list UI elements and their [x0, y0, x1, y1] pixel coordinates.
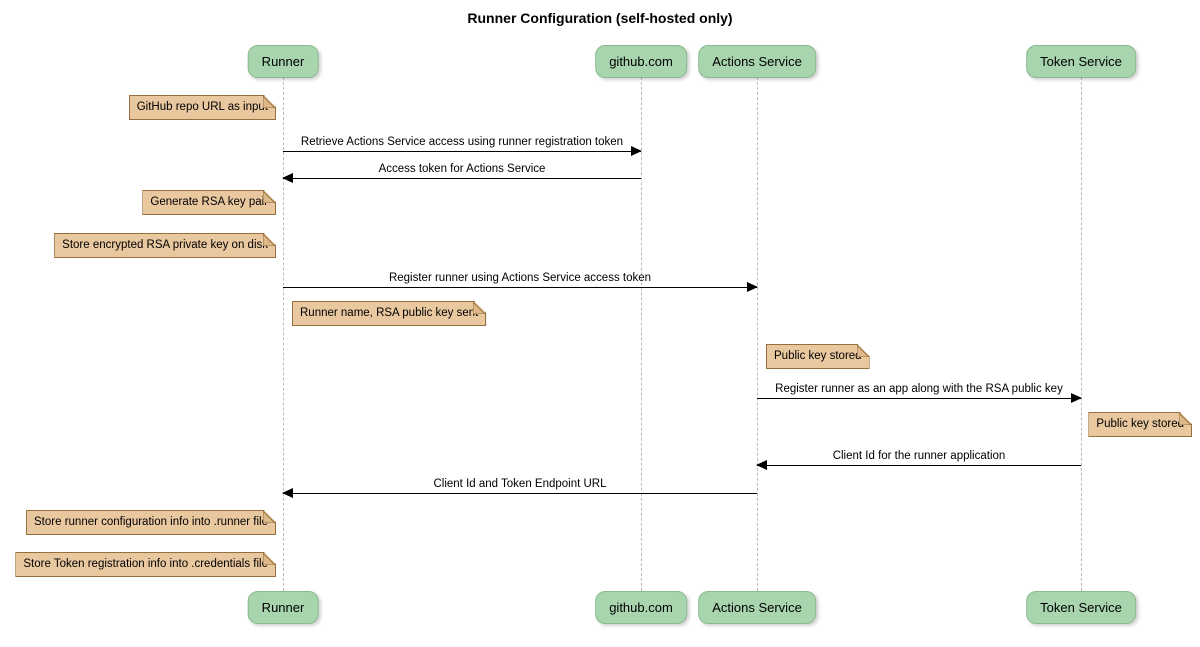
- message-line: [283, 282, 758, 292]
- note-text: Public key stored: [774, 350, 862, 362]
- note-text: Public key stored: [1096, 418, 1184, 430]
- lifeline-github: [641, 77, 642, 591]
- arrowhead-left-icon: [282, 173, 293, 183]
- lifeline-token-service: [1081, 77, 1082, 591]
- message-client-id-runner-app: Client Id for the runner application: [756, 449, 1081, 470]
- message-client-id-endpoint: Client Id and Token Endpoint URL: [282, 477, 757, 498]
- message-label: Retrieve Actions Service access using ru…: [300, 136, 624, 148]
- participant-actions-service-bottom: Actions Service: [698, 591, 816, 624]
- lifeline-runner: [283, 77, 284, 591]
- note-text: Generate RSA key pair: [150, 196, 268, 208]
- participant-token-service-bottom: Token Service: [1026, 591, 1136, 624]
- message-line: [282, 173, 641, 183]
- note-github-repo-url: GitHub repo URL as input: [129, 95, 276, 120]
- message-label: Register runner as an app along with the…: [775, 383, 1063, 395]
- participant-token-service-top: Token Service: [1026, 45, 1136, 78]
- note-fold-icon: [263, 96, 275, 108]
- arrowhead-left-icon: [756, 460, 767, 470]
- note-fold-icon: [473, 302, 485, 314]
- arrowhead-right-icon: [631, 146, 642, 156]
- message-label: Access token for Actions Service: [378, 163, 546, 175]
- note-text: Runner name, RSA public key sent: [300, 307, 479, 319]
- note-store-private-key: Store encrypted RSA private key on disk: [54, 233, 276, 258]
- participant-actions-service-top: Actions Service: [698, 45, 816, 78]
- note-fold-icon: [1179, 413, 1191, 425]
- message-line: [282, 488, 757, 498]
- message-register-runner: Register runner using Actions Service ac…: [283, 271, 758, 292]
- message-access-token: Access token for Actions Service: [282, 162, 641, 183]
- note-public-key-stored-actions: Public key stored: [766, 344, 870, 369]
- note-generate-rsa: Generate RSA key pair: [142, 190, 276, 215]
- note-store-token-registration: Store Token registration info into .cred…: [15, 552, 276, 577]
- note-fold-icon: [263, 553, 275, 565]
- arrowhead-right-icon: [747, 282, 758, 292]
- participant-runner-bottom: Runner: [247, 591, 319, 624]
- note-fold-icon: [857, 345, 869, 357]
- participant-github-top: github.com: [595, 45, 687, 78]
- note-fold-icon: [263, 191, 275, 203]
- message-label: Register runner using Actions Service ac…: [388, 272, 652, 284]
- note-text: Store runner configuration info into .ru…: [34, 516, 268, 528]
- note-fold-icon: [263, 234, 275, 246]
- participant-runner-top: Runner: [247, 45, 319, 78]
- message-line: [283, 146, 642, 156]
- message-retrieve-actions-access: Retrieve Actions Service access using ru…: [283, 135, 642, 156]
- message-register-runner-app: Register runner as an app along with the…: [757, 382, 1082, 403]
- diagram-title: Runner Configuration (self-hosted only): [467, 10, 733, 26]
- note-store-runner-config: Store runner configuration info into .ru…: [26, 510, 276, 535]
- participant-github-bottom: github.com: [595, 591, 687, 624]
- note-text: GitHub repo URL as input: [136, 101, 268, 113]
- message-label: Client Id and Token Endpoint URL: [433, 478, 607, 490]
- message-label: Client Id for the runner application: [832, 450, 1006, 462]
- note-runner-name-sent: Runner name, RSA public key sent: [292, 301, 486, 326]
- message-line: [757, 393, 1082, 403]
- note-public-key-stored-token: Public key stored: [1088, 412, 1192, 437]
- note-text: Store Token registration info into .cred…: [23, 558, 268, 570]
- lifeline-actions-service: [757, 77, 758, 591]
- arrowhead-left-icon: [282, 488, 293, 498]
- message-line: [756, 460, 1081, 470]
- note-text: Store encrypted RSA private key on disk: [62, 239, 268, 251]
- note-fold-icon: [263, 511, 275, 523]
- arrowhead-right-icon: [1071, 393, 1082, 403]
